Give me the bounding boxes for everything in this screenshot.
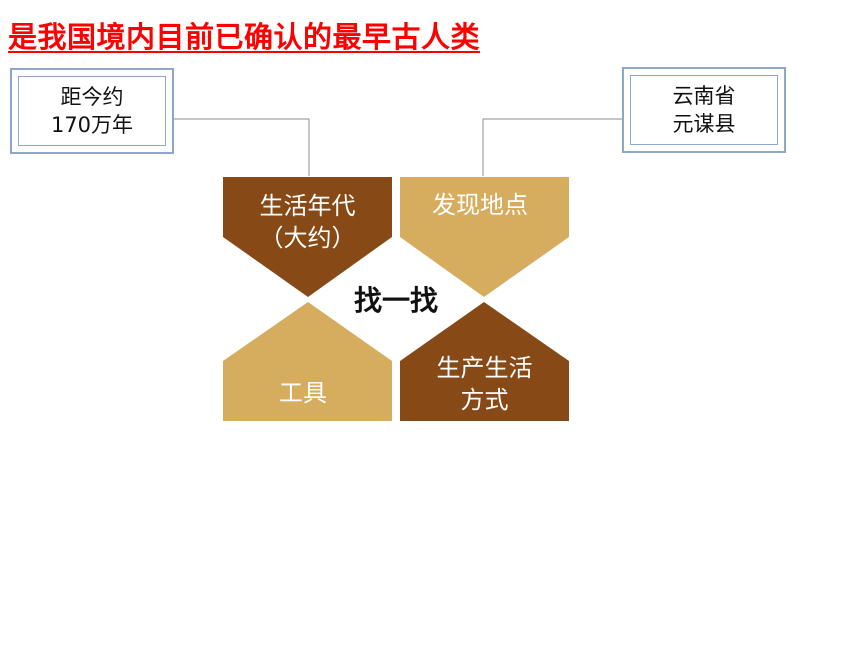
page-title: 是我国境内目前已确认的最早古人类 (8, 20, 481, 54)
era-label-line2: （大约） (259, 224, 356, 252)
location-info-box: 云南省 元谋县 (622, 67, 786, 153)
age-line1: 距今约 (60, 85, 124, 109)
era-label: 生活年代 （大约） (223, 190, 392, 254)
location-line1: 云南省 (672, 84, 736, 108)
lifestyle-label: 生产生活 方式 (400, 352, 569, 416)
age-line2: 170万年 (50, 113, 134, 137)
connector-line-right (482, 118, 622, 176)
era-label-line1: 生活年代 (259, 192, 356, 220)
location-info-inner: 云南省 元谋县 (630, 75, 778, 145)
center-label: 找一找 (353, 284, 438, 317)
lifestyle-label-line1: 生产生活 (436, 354, 533, 382)
location-label-line1: 发现地点 (432, 191, 528, 219)
location-shape (400, 177, 569, 297)
connector-line-left (174, 118, 310, 176)
lifestyle-label-line2: 方式 (460, 386, 509, 414)
era-shape (223, 177, 392, 297)
age-info-inner: 距今约 170万年 (18, 76, 166, 146)
age-info-box: 距今约 170万年 (10, 68, 174, 154)
tools-label-line1: 工具 (279, 379, 327, 407)
lifestyle-shape (400, 302, 569, 421)
tools-label: 工具 (223, 377, 383, 409)
location-label: 发现地点 (400, 189, 560, 221)
tools-shape (223, 302, 392, 421)
location-line2: 元谋县 (672, 112, 736, 136)
